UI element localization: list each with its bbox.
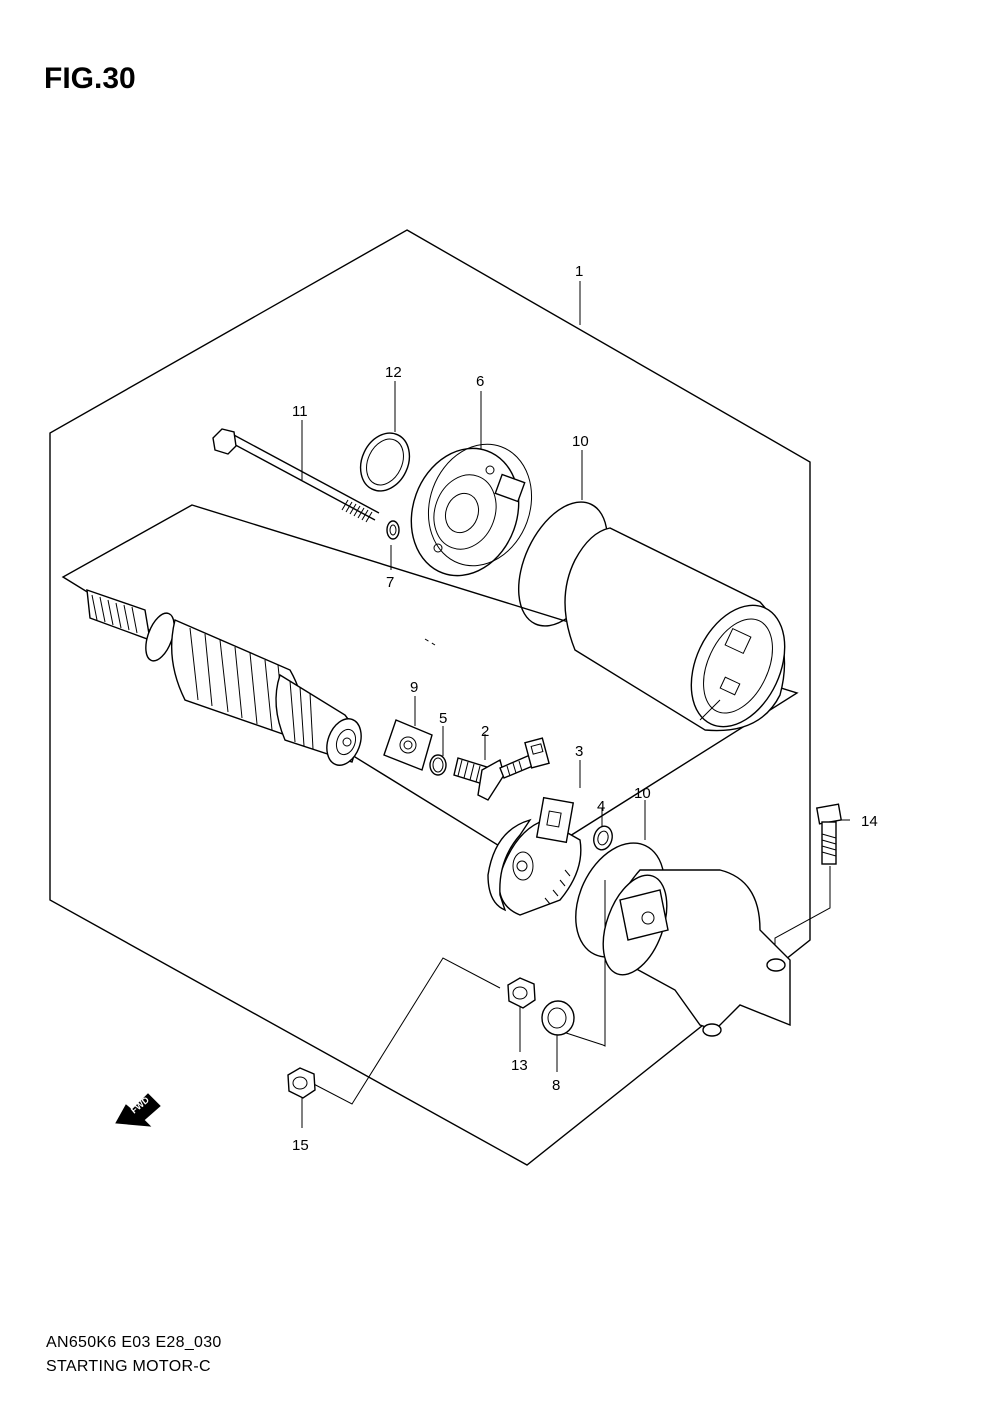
callout-9: 9 [410,679,418,696]
housing-end [602,869,791,1037]
motor-yoke [564,527,786,732]
nut-15 [287,1067,316,1099]
callout-8: 8 [552,1077,560,1094]
figure-code: AN650K6 E03 E28_030 [46,1334,222,1351]
callout-3: 3 [575,743,583,760]
o-ring-5 [429,754,447,776]
figure-name: STARTING MOTOR-C [46,1358,211,1375]
brush-holder-3 [487,796,582,916]
callout-12: 12 [385,364,402,381]
fwd-arrow-icon: FWD [115,1093,161,1127]
callout-14: 14 [861,813,878,830]
figure-title: FIG.30 [44,62,136,95]
washer-7 [386,520,400,540]
callout-4: 4 [597,798,605,815]
o-ring-12 [359,432,411,492]
end-cover-6 [410,443,533,577]
callout-10-lower: 10 [634,785,651,802]
callout-1: 1 [575,263,583,280]
bushing-8 [541,1000,575,1036]
callout-5: 5 [439,710,447,727]
through-bolt [212,428,380,523]
callout-2: 2 [481,723,489,740]
plate-9 [383,719,433,771]
armature [86,588,362,766]
callout-6: 6 [476,373,484,390]
callout-7: 7 [386,574,394,591]
nut-13 [507,977,536,1009]
callout-labels: 1 2 3 4 5 6 7 8 9 10 10 11 12 13 14 15 [292,263,878,1154]
assembly-boundary [49,229,811,1166]
callout-10-upper: 10 [572,433,589,450]
callout-15: 15 [292,1137,309,1154]
bolt-14 [815,803,843,865]
brush-terminal-2 [453,737,550,801]
spring-4 [593,825,613,851]
callout-13: 13 [511,1057,528,1074]
callout-11: 11 [292,403,308,420]
